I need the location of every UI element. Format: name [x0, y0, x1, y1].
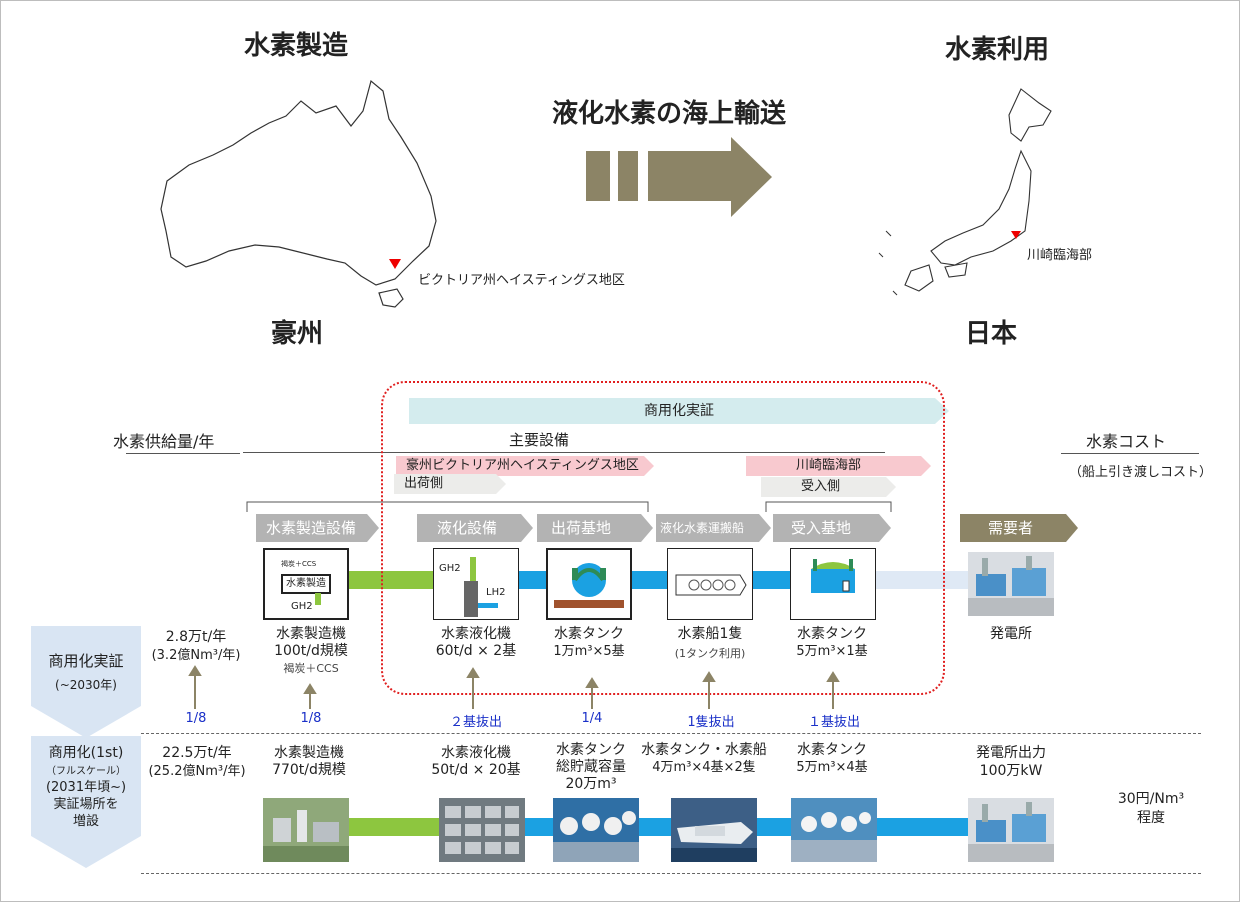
country-right: 日本: [965, 319, 1018, 349]
full-cost-2: 程度: [1137, 810, 1165, 826]
stage-production: 水素製造設備: [256, 514, 379, 542]
production-plant-photo-icon: [263, 798, 349, 862]
full-phase-4: 実証場所を: [53, 797, 119, 812]
full-cap3-3: 20万m³: [565, 776, 617, 792]
site-right-label: 川崎臨海部: [1027, 248, 1093, 263]
full-phase-1: 商用化(1st): [48, 745, 124, 761]
stage-receiving-base: 受入基地: [773, 514, 891, 542]
transport-title: 液化水素の海上輸送: [552, 99, 787, 129]
cost-label: 水素コスト: [1086, 432, 1167, 451]
full-supply-1: 22.5万t/年: [162, 745, 232, 761]
cost-note: （船上引き渡しコスト）: [1069, 465, 1213, 480]
demo-supply-2: (3.2億Nm³/年): [151, 648, 241, 663]
separator-1: [141, 733, 1201, 734]
full-cap1-1: 水素製造機: [274, 745, 344, 761]
demo-cap3-1: 水素タンク: [554, 626, 624, 642]
demo-cap3-2: 1万m³×5基: [553, 644, 625, 659]
bracket-lines: [246, 501, 892, 512]
demo-phase-label: 商用化実証: [48, 652, 124, 670]
full-cap6-1: 発電所出力: [976, 745, 1046, 761]
production-machine-icon: 褐炭＋CCS 水素製造 GH2: [263, 548, 349, 620]
demo-phase-sub: (~2030年): [55, 678, 117, 692]
transport-arrow-icon: [586, 137, 772, 217]
demo-cap5-1: 水素タンク: [797, 626, 867, 642]
demo-cap6-1: 発電所: [990, 626, 1032, 642]
receive-side-tag: 受入側: [761, 477, 896, 497]
main-facilities-line: [243, 452, 885, 453]
commercial-demo-banner: 商用化実証: [409, 398, 949, 424]
stage-carrier: 液化水素運搬船: [656, 514, 771, 542]
full-cap4-2: 4万m³×4基×2隻: [652, 760, 756, 775]
demo-cap2-2: 60t/d × 2基: [435, 643, 517, 659]
demo-cap5-2: 5万m³×1基: [796, 644, 868, 659]
full-flow-green: [346, 818, 446, 836]
demo-phase-shape: [31, 626, 141, 738]
full-cap2-1: 水素液化機: [441, 745, 511, 761]
demo-cap2-1: 水素液化機: [441, 626, 511, 642]
ratio-production: 1/8: [300, 711, 322, 726]
carrier-ship-photo-icon: [671, 798, 757, 862]
demo-cap1-2: 100t/d規模: [274, 643, 348, 659]
stage-liquefaction: 液化設備: [417, 514, 533, 542]
country-left: 豪州: [271, 319, 324, 349]
receiving-tank-photo-icon: [791, 798, 877, 862]
liquefier-icon: GH2 LH2: [433, 548, 519, 620]
full-cap5-1: 水素タンク: [797, 742, 867, 758]
cost-underline: [1061, 453, 1199, 454]
japan-map-icon: [878, 88, 1052, 296]
stage-shipping-base: 出荷基地: [537, 514, 653, 542]
full-cap3-1: 水素タンク: [556, 742, 626, 758]
kawasaki-tag: 川崎臨海部: [746, 456, 931, 476]
liquefier-plant-photo-icon: [439, 798, 525, 862]
usage-title: 水素利用: [945, 35, 1050, 65]
power-plant-demo-icon: [968, 552, 1054, 616]
supply-label: 水素供給量/年: [113, 432, 215, 451]
shipping-tank-icon: [546, 548, 632, 620]
production-title: 水素製造: [244, 31, 349, 61]
full-cap6-2: 100万kW: [979, 763, 1043, 779]
full-cap2-2: 50t/d × 20基: [431, 762, 521, 778]
site-left-label: ビクトリア州ヘイスティングス地区: [418, 273, 625, 288]
demo-cap1-3: 褐炭＋CCS: [283, 662, 339, 675]
full-phase-3: (2031年頃~): [45, 780, 127, 795]
supply-underline: [126, 453, 240, 454]
full-phase-shape: [31, 736, 141, 868]
ratio-ship: 1隻抜出: [687, 715, 735, 730]
full-cost-1: 30円/Nm³: [1117, 791, 1185, 807]
demo-scope-boundary: [381, 381, 945, 695]
production-box-label: 水素製造: [281, 574, 331, 594]
demo-supply-1: 2.8万t/年: [165, 629, 227, 645]
shipping-tank-photo-icon: [553, 798, 639, 862]
power-plant-full-icon: [968, 798, 1054, 862]
demo-cap4-2: (1タンク利用): [674, 647, 746, 660]
ship-side-tag: 出荷側: [394, 474, 506, 494]
separator-2: [141, 873, 1201, 874]
ratio-liquefaction: ２基抜出: [449, 715, 502, 730]
receiving-tank-icon: [790, 548, 876, 620]
full-phase-2: （フルスケール）: [46, 766, 126, 777]
stage-consumer: 需要者: [960, 514, 1078, 542]
full-supply-2: (25.2億Nm³/年): [148, 764, 246, 779]
ratio-tank: 1/4: [581, 711, 603, 726]
carrier-ship-icon: [667, 548, 753, 620]
main-facilities-label: 主要設備: [509, 431, 570, 449]
ratio-supply: 1/8: [185, 711, 207, 726]
full-cap4-1: 水素タンク・水素船: [641, 742, 767, 758]
full-cap5-2: 5万m³×4基: [796, 760, 868, 775]
ratio-receiving: １基抜出: [807, 715, 860, 730]
full-cap3-2: 総貯蔵容量: [556, 759, 626, 775]
full-phase-5: 増設: [72, 814, 99, 829]
demo-flow-pale: [873, 571, 973, 589]
demo-cap4-1: 水素船1隻: [677, 626, 743, 642]
aus-side-tag: 豪州ビクトリア州ヘイスティングス地区: [396, 456, 654, 476]
australia-map-icon: [160, 79, 437, 308]
demo-flow-green: [346, 571, 436, 589]
scale-arrows: [188, 665, 840, 709]
demo-cap1-1: 水素製造機: [276, 626, 346, 642]
full-cap1-2: 770t/d規模: [272, 762, 346, 778]
